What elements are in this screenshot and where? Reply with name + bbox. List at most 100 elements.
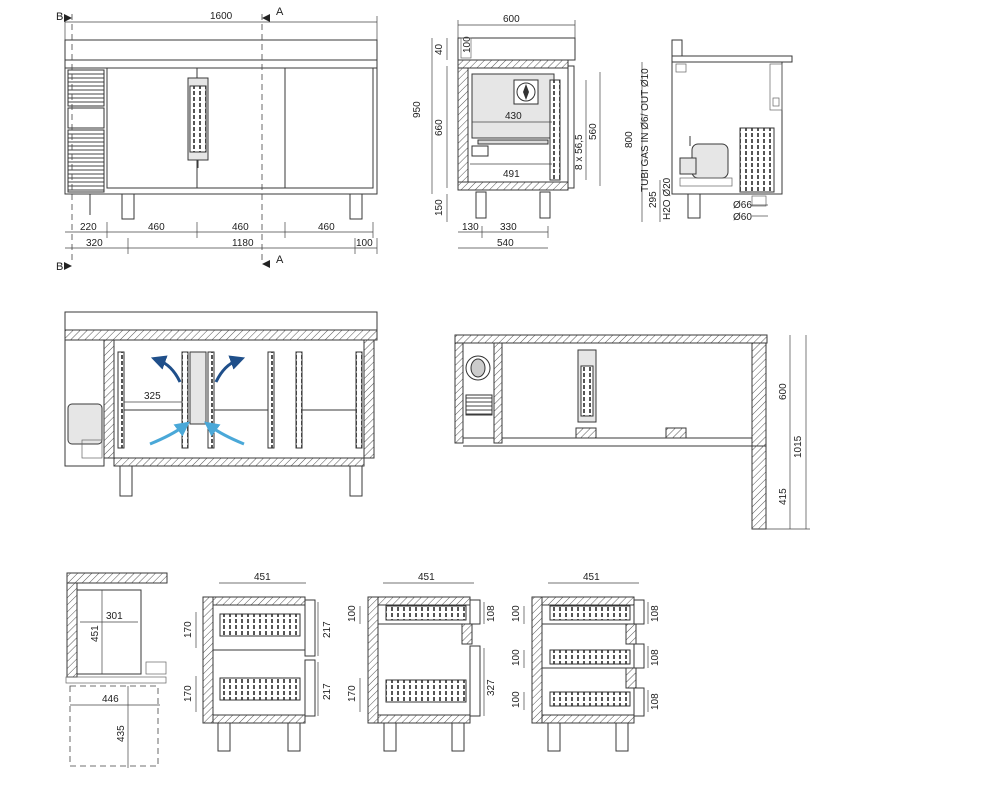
cfg3-top-wall <box>541 596 635 606</box>
cfg2-top-wall <box>377 596 471 606</box>
dim-451-plan: 451 <box>90 625 101 642</box>
dim-d60: Ø60 <box>733 212 752 223</box>
shelf-rails-group <box>117 351 363 449</box>
plan-top-wall <box>454 334 768 344</box>
leg-front-2 <box>349 193 363 220</box>
cfg3-front-2 <box>633 643 645 669</box>
unit-worktop <box>671 55 793 63</box>
cfg1-front-1 <box>304 599 316 657</box>
dim-220: 220 <box>80 222 97 233</box>
cfg1-left-wall <box>202 596 214 724</box>
dim-325: 325 <box>144 391 161 402</box>
airflow-leg-2 <box>349 465 363 497</box>
cfg2-bottom-wall <box>377 714 471 724</box>
airflow-top-wall <box>64 329 378 341</box>
cfg2-drawer-1 <box>385 605 467 621</box>
cfg1-drawer-1 <box>219 613 301 637</box>
dim-451-a: 451 <box>254 572 271 583</box>
control-panel <box>67 107 105 129</box>
cfg2-drawer-2 <box>385 679 467 703</box>
drawer-plan-left <box>66 582 78 678</box>
cfg2-left-wall <box>367 596 379 724</box>
dim-460-a: 460 <box>148 222 165 233</box>
condenser <box>739 127 775 193</box>
dim-435: 435 <box>116 725 127 742</box>
side-worktop <box>457 37 576 61</box>
cfg3-front-1 <box>633 599 645 625</box>
dim-108-d: 108 <box>650 693 661 710</box>
h2o-label: H2O Ø20 <box>662 177 673 220</box>
dim-327: 327 <box>486 679 497 696</box>
airflow-compressor-bay <box>64 339 105 467</box>
side-wall-bottom <box>457 181 569 191</box>
drawer-pullout-outline <box>69 685 159 767</box>
airflow-right-wall <box>363 339 375 459</box>
dim-100: 100 <box>356 238 373 249</box>
dim-446: 446 <box>102 694 119 705</box>
dim-430: 430 <box>505 111 522 122</box>
dim-800: 800 <box>624 131 635 148</box>
dim-108-c: 108 <box>650 649 661 666</box>
dim-540: 540 <box>497 238 514 249</box>
airflow-leg-1 <box>119 465 133 497</box>
airflow-compressor <box>67 403 103 445</box>
compressor <box>691 143 729 179</box>
dim-170-a: 170 <box>183 621 194 638</box>
worktop-edge <box>64 59 378 69</box>
side-door <box>567 65 575 189</box>
dim-320: 320 <box>86 238 103 249</box>
airflow-section-view: 325 <box>64 311 378 497</box>
side-wall-top <box>457 59 569 69</box>
upper-grille <box>67 69 105 107</box>
plan-left-wall <box>454 342 464 444</box>
unit-backsplash <box>671 39 683 57</box>
dim-130: 130 <box>462 222 479 233</box>
drawer-plan-bin <box>76 589 142 675</box>
door-2 <box>196 67 286 189</box>
drawer-config-2x170: 451 170 170 217 217 <box>183 572 333 752</box>
tubi-gas-label: TUBI GAS IN Ø6/ OUT Ø10 <box>640 68 651 192</box>
cfg3-drawer-3 <box>549 691 631 707</box>
dim-100-top: 100 <box>462 36 473 53</box>
dim-560: 560 <box>588 123 599 140</box>
top-plan-view: 600 1015 415 <box>454 334 810 530</box>
dim-600: 600 <box>503 14 520 25</box>
airflow-worktop <box>64 311 378 331</box>
dim-460-b: 460 <box>232 222 249 233</box>
refrigeration-unit-view: 800 TUBI GAS IN Ø6/ OUT Ø10 295 H2O Ø20 … <box>624 39 793 223</box>
dim-295: 295 <box>648 191 659 208</box>
dim-108-a: 108 <box>486 605 497 622</box>
dim-217-b: 217 <box>322 683 333 700</box>
worktop <box>64 39 378 61</box>
cfg1-front-2 <box>304 659 316 717</box>
side-shelf <box>477 139 549 145</box>
side-section-view: 600 430 491 950 40 100 660 150 <box>412 14 601 249</box>
cfg3-left-wall <box>531 596 543 724</box>
dim-217-a: 217 <box>322 621 333 638</box>
cfg1-drawer-2 <box>219 677 301 701</box>
leg-front-1 <box>121 193 135 220</box>
door-1 <box>106 67 198 189</box>
drain-tray <box>471 145 489 157</box>
dim-100-b: 100 <box>511 605 522 622</box>
section-a-arrow-bottom <box>262 260 270 268</box>
plan-right-wall <box>751 342 767 530</box>
compressor-box <box>679 157 697 175</box>
front-view: 1600 B A 220 4 <box>56 6 378 273</box>
cfg3-drawer-1 <box>549 605 631 621</box>
section-a-bottom: A <box>276 254 284 266</box>
dim-100-a: 100 <box>347 605 358 622</box>
dim-8x56: 8 x 56,5 <box>574 134 585 170</box>
cfg1-bottom-wall <box>212 714 306 724</box>
cfg2-front-2 <box>469 645 481 717</box>
plan-divider <box>493 342 503 444</box>
evaporator-fins <box>189 85 207 153</box>
cfg3-drawer-2 <box>549 649 631 665</box>
airflow-arrow-warm-left <box>150 355 182 383</box>
dim-451-b: 451 <box>418 572 435 583</box>
section-a-arrow-top <box>262 14 270 22</box>
dim-1600: 1600 <box>210 11 233 22</box>
side-leg-1 <box>475 191 487 219</box>
dim-100-c: 100 <box>511 649 522 666</box>
